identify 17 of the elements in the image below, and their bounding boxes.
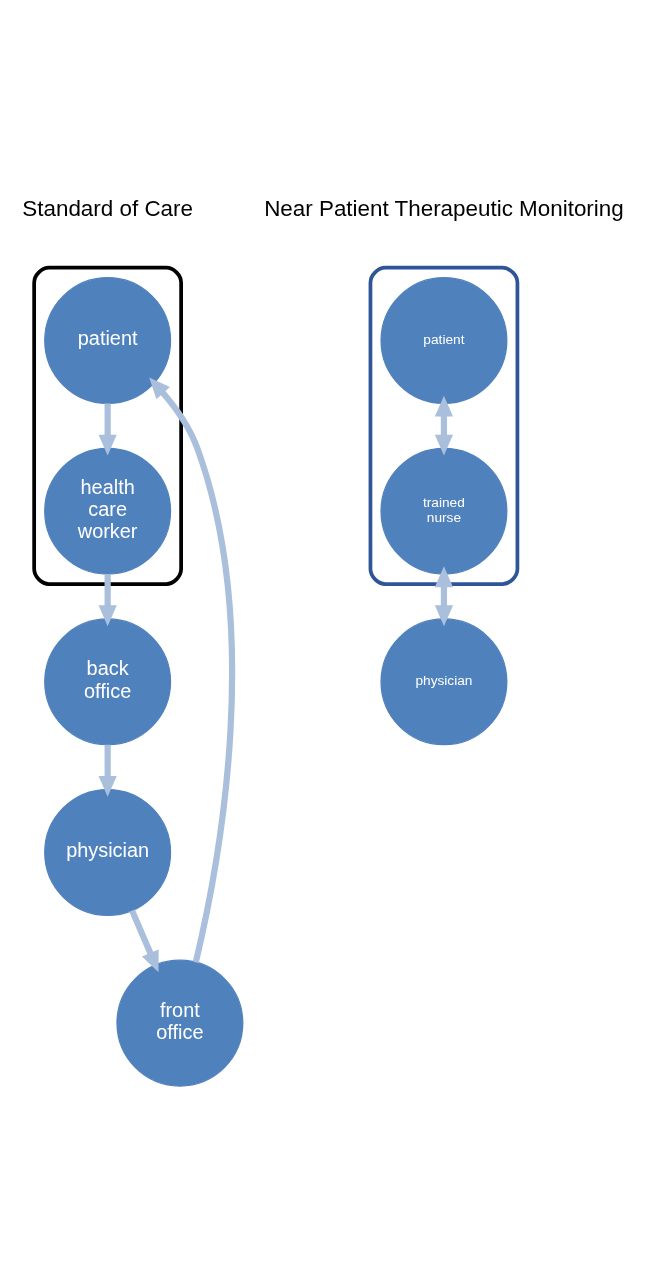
arrow <box>129 909 159 973</box>
label: Near Patient Therapeutic Monitoring <box>264 195 624 221</box>
arrow <box>434 566 454 627</box>
node-circle: physician <box>380 618 508 746</box>
arrow <box>98 574 117 627</box>
node-circle: back office <box>44 618 172 746</box>
arrow <box>149 377 236 963</box>
node-circle: front office <box>116 959 244 1087</box>
label: Standard of Care <box>22 195 193 221</box>
arrow <box>98 744 117 797</box>
cluster <box>32 265 183 586</box>
node-circle: physician <box>44 788 172 916</box>
node-circle: health care worker <box>44 447 172 575</box>
arrow <box>434 395 454 456</box>
arrow <box>98 403 117 456</box>
node-circle: patient <box>380 277 508 405</box>
node-circle: trained nurse <box>380 447 508 575</box>
